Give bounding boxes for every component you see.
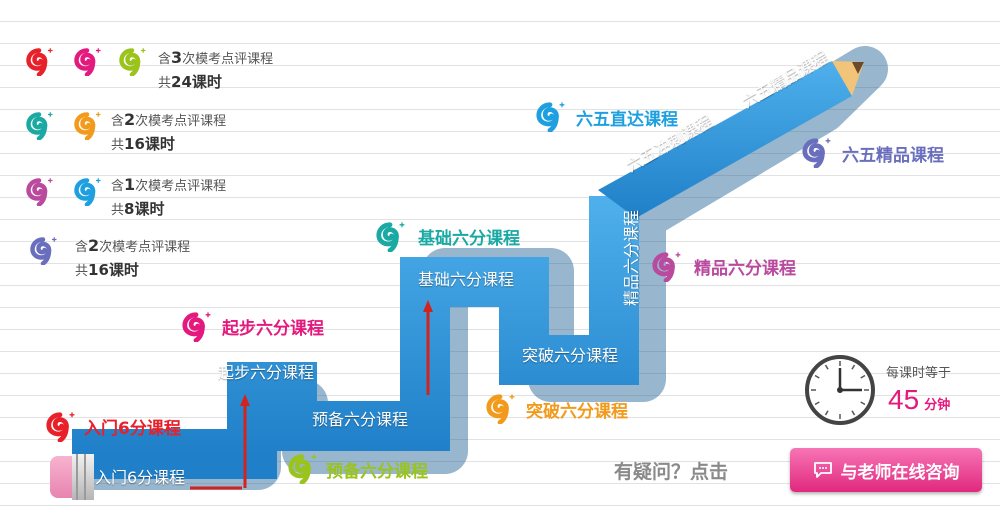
legend-total-prefix: 共 bbox=[111, 138, 125, 153]
consult-teacher-button-label: 与老师在线咨询 bbox=[840, 462, 960, 483]
step-prep-text: 预备六分课程 bbox=[312, 410, 409, 429]
course-label-intro-text: 入门6分课程 bbox=[84, 419, 181, 439]
wall-clock-icon bbox=[805, 355, 875, 425]
clock-value: 45 分钟 bbox=[888, 384, 950, 416]
legend-prefix: 含 bbox=[111, 179, 125, 194]
legend-row-2: 含2次模考点评课程 共16课时 bbox=[111, 112, 226, 154]
staircase-band bbox=[72, 61, 864, 479]
course-label-breakthrough-text: 突破六分课程 bbox=[526, 402, 628, 422]
clock-caption: 每课时等于 bbox=[886, 366, 952, 381]
legend-row-3: 含1次模考点评课程 共8课时 bbox=[111, 177, 226, 219]
legend-prefix: 含 bbox=[158, 52, 172, 67]
g9-logo-icon bbox=[650, 250, 682, 282]
clock-unit: 分钟 bbox=[924, 398, 951, 413]
legend-num: 2 bbox=[88, 236, 100, 255]
up-arrow-icon bbox=[423, 300, 433, 395]
legend-num: 3 bbox=[171, 48, 183, 67]
legend-prefix: 含 bbox=[111, 114, 125, 129]
step-basic-text: 基础六分课程 bbox=[418, 270, 515, 289]
g9-logo-icon bbox=[484, 392, 516, 424]
legend-total-num: 24 bbox=[171, 73, 192, 91]
legend-total-suffix: 课时 bbox=[108, 261, 139, 279]
consult-teacher-button[interactable]: 与老师在线咨询 bbox=[790, 448, 982, 492]
course-label-start-text: 起步六分课程 bbox=[222, 319, 324, 339]
course-label-prep-text: 预备六分课程 bbox=[326, 462, 428, 482]
legend-row-1: 含3次模考点评课程 共24课时 bbox=[158, 50, 273, 92]
step-premium-text: 精品六分课程 bbox=[622, 209, 642, 307]
legend-suffix: 次模考点评课程 bbox=[135, 114, 227, 129]
legend-total-num: 16 bbox=[124, 135, 145, 153]
legend-row-4: 含2次模考点评课程 共16课时 bbox=[75, 238, 190, 280]
step-breakthrough-text: 突破六分课程 bbox=[522, 346, 619, 365]
chat-bubble-icon bbox=[813, 462, 832, 478]
legend-total-num: 8 bbox=[124, 200, 135, 218]
clock-minutes: 45 bbox=[888, 384, 920, 415]
legend-suffix: 次模考点评课程 bbox=[99, 240, 191, 255]
legend-prefix: 含 bbox=[75, 240, 89, 255]
g9-logo-icon bbox=[286, 452, 318, 484]
up-arrow-icon bbox=[190, 394, 250, 490]
course-label-premium65-text: 六五精品课程 bbox=[842, 146, 944, 166]
legend-suffix: 次模考点评课程 bbox=[135, 179, 227, 194]
course-label-premium-text: 精品六分课程 bbox=[694, 259, 796, 279]
legend-total-num: 16 bbox=[88, 261, 109, 279]
legend-suffix: 次模考点评课程 bbox=[182, 52, 274, 67]
legend-total-prefix: 共 bbox=[75, 264, 89, 279]
legend-total-prefix: 共 bbox=[158, 76, 172, 91]
legend-total-suffix: 课时 bbox=[144, 135, 175, 153]
g9-logo-icon bbox=[800, 136, 832, 168]
course-label-direct65-text: 六五直达课程 bbox=[576, 110, 678, 130]
g9-logo-icon bbox=[374, 220, 406, 252]
g9-logo-icon bbox=[534, 100, 566, 132]
legend-num: 1 bbox=[124, 175, 136, 194]
legend-total-suffix: 课时 bbox=[134, 200, 165, 218]
pencil-eraser bbox=[50, 454, 94, 500]
legend-num: 2 bbox=[124, 110, 136, 129]
course-label-basic-text: 基础六分课程 bbox=[418, 229, 520, 249]
g9-logo-icon bbox=[44, 410, 76, 442]
question-text: 有疑问？点击 bbox=[614, 461, 729, 483]
step-start-text: 起步六分课程 bbox=[218, 363, 315, 382]
legend-total-prefix: 共 bbox=[111, 203, 125, 218]
step-intro-text: 入门6分课程 bbox=[95, 468, 186, 487]
legend-total-suffix: 课时 bbox=[191, 73, 222, 91]
g9-logo-icon bbox=[180, 310, 212, 342]
